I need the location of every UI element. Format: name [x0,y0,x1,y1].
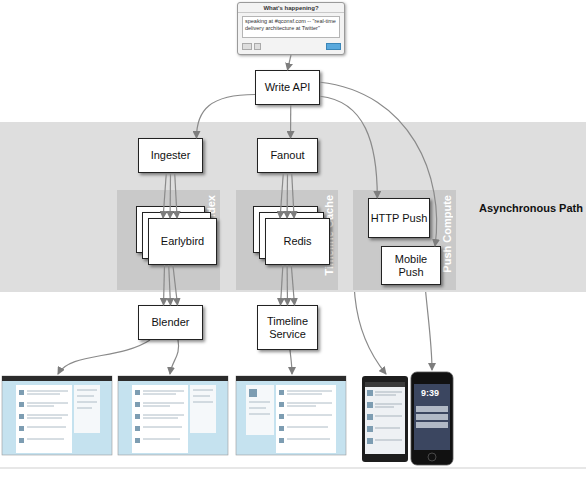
baseline-rule [0,468,586,469]
connector-arrow [164,265,178,305]
process-box: Write API [255,70,320,105]
connector-line [291,265,294,305]
iphone [411,372,453,465]
tweet-dialog: What's happening? speaking at #qconsf.com… [237,2,345,55]
node-text: Redis [283,235,311,248]
tweet-button [326,43,341,50]
connector-arrow [320,82,437,246]
connector-line [287,265,289,305]
process-box: Fanout [257,138,318,173]
process-box: Redis [265,218,330,265]
node-text: Mobile Push [389,253,433,279]
connector-arrow [197,95,256,139]
web-screenshot [2,376,112,455]
band-title: Asynchronous Path [479,202,583,214]
connector-arrow [163,173,177,218]
node-text: Earlybird [161,235,204,248]
process-box: Mobile Push [381,246,441,285]
connector-line [320,96,377,198]
process-box: Ingester [138,138,203,173]
dialog-button [242,43,252,50]
tweet-text: speaking at #qconsf.com -- "real-time de… [242,16,340,38]
connector-line [281,265,283,305]
group-title: Push Compute [441,195,453,273]
connector-line [280,173,283,218]
group-panel: Timeline CacheRedis [236,190,338,290]
node-text: Fanout [270,149,304,162]
connector-arrow [288,55,292,70]
process-box: HTTP Push [368,198,430,238]
connector-line [292,173,294,218]
connector-line [197,95,256,139]
node-text: Timeline Service [258,315,317,341]
path-band: Asynchronous Path Ingester FanoutSearch In… [0,122,586,292]
process-box: Timeline Service [257,305,318,350]
node-text: Write API [265,81,311,94]
node-text: Ingester [151,149,191,162]
connector-arrow [280,173,294,218]
group-panel: Search IndexEarlybird [117,190,220,290]
connector-line [173,265,178,305]
connector-line [175,173,177,218]
process-box: Earlybird [148,218,217,265]
node-text: Blender [152,316,190,329]
web-screenshot [236,376,346,455]
connector-arrow [290,105,291,138]
group-panel: Push Compute HTTP PushMobile Push [353,190,456,290]
connector-line [169,265,171,305]
connector-arrow [320,96,377,198]
clock-label: 9:39 [421,388,439,398]
process-box: Blender [138,305,203,340]
connector-line [287,173,289,218]
connector-line [288,55,292,70]
dialog-button [254,43,261,50]
web-screenshot [118,376,228,455]
connector-line [320,82,437,246]
connector-arrow [281,265,295,305]
android-phone [362,376,408,462]
connector-line [290,105,291,138]
node-text: HTTP Push [371,212,428,225]
connector-line [163,173,166,218]
connector-line [169,173,171,218]
dialog-title: What's happening? [238,4,344,13]
connector-line [164,265,165,305]
